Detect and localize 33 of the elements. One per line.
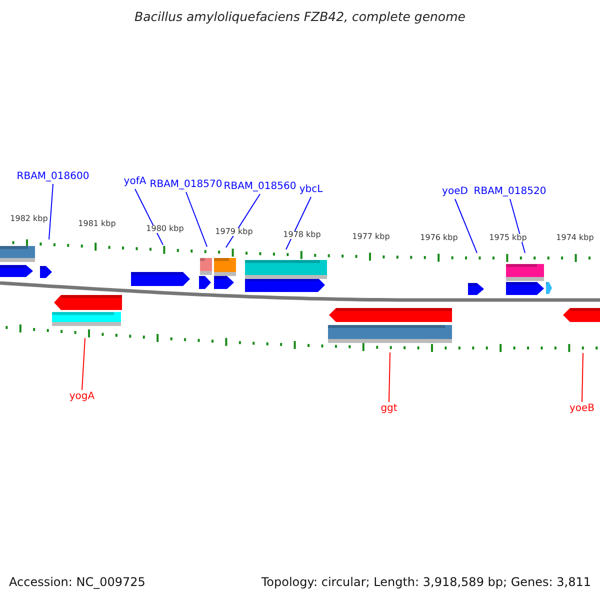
leader-line bbox=[82, 338, 86, 390]
gene-label: RBAM_018570 bbox=[150, 179, 222, 191]
scale-label: 1981 kbp bbox=[78, 220, 116, 228]
scale-label: 1976 kbp bbox=[420, 234, 458, 242]
gene-label: RBAM_018520 bbox=[474, 186, 546, 198]
scale-label: 1977 kbp bbox=[352, 233, 390, 241]
leader-line bbox=[388, 352, 390, 402]
scale-label: 1979 kbp bbox=[215, 228, 253, 236]
leader-line bbox=[510, 198, 526, 254]
gene-label: RBAM_018600 bbox=[16, 171, 90, 183]
scale-label: 1978 kbp bbox=[283, 231, 321, 239]
gene-label: yoeB bbox=[569, 403, 595, 415]
scale-label: 1975 kbp bbox=[489, 234, 527, 242]
gene-label: yofA bbox=[124, 176, 146, 188]
leader-line bbox=[186, 192, 208, 248]
gene-label: RBAM_018560 bbox=[224, 181, 296, 193]
leader-line bbox=[582, 352, 584, 402]
accession-text: Accession: NC_009725 bbox=[9, 576, 146, 588]
leader-line bbox=[454, 198, 478, 254]
tick-ring bbox=[6, 324, 598, 352]
leader-line bbox=[226, 194, 260, 248]
gene-label: ybcL bbox=[299, 184, 323, 196]
scale-label: 1974 kbp bbox=[556, 234, 594, 242]
scale-label: 1980 kbp bbox=[146, 225, 184, 233]
leader-line bbox=[134, 188, 164, 246]
scale-label: 1982 kbp bbox=[10, 215, 48, 223]
genome-info-text: Topology: circular; Length: 3,918,589 bp; Genes: 3,811 bbox=[261, 576, 591, 588]
leader-line bbox=[48, 184, 54, 240]
leader-line bbox=[286, 196, 312, 250]
gene-label: yoeD bbox=[442, 186, 468, 198]
gene-label: yogA bbox=[69, 391, 95, 403]
diagram-title: Bacillus amyloliquefaciens FZB42, complete genome bbox=[134, 11, 466, 24]
gene-label: ggt bbox=[380, 403, 398, 415]
